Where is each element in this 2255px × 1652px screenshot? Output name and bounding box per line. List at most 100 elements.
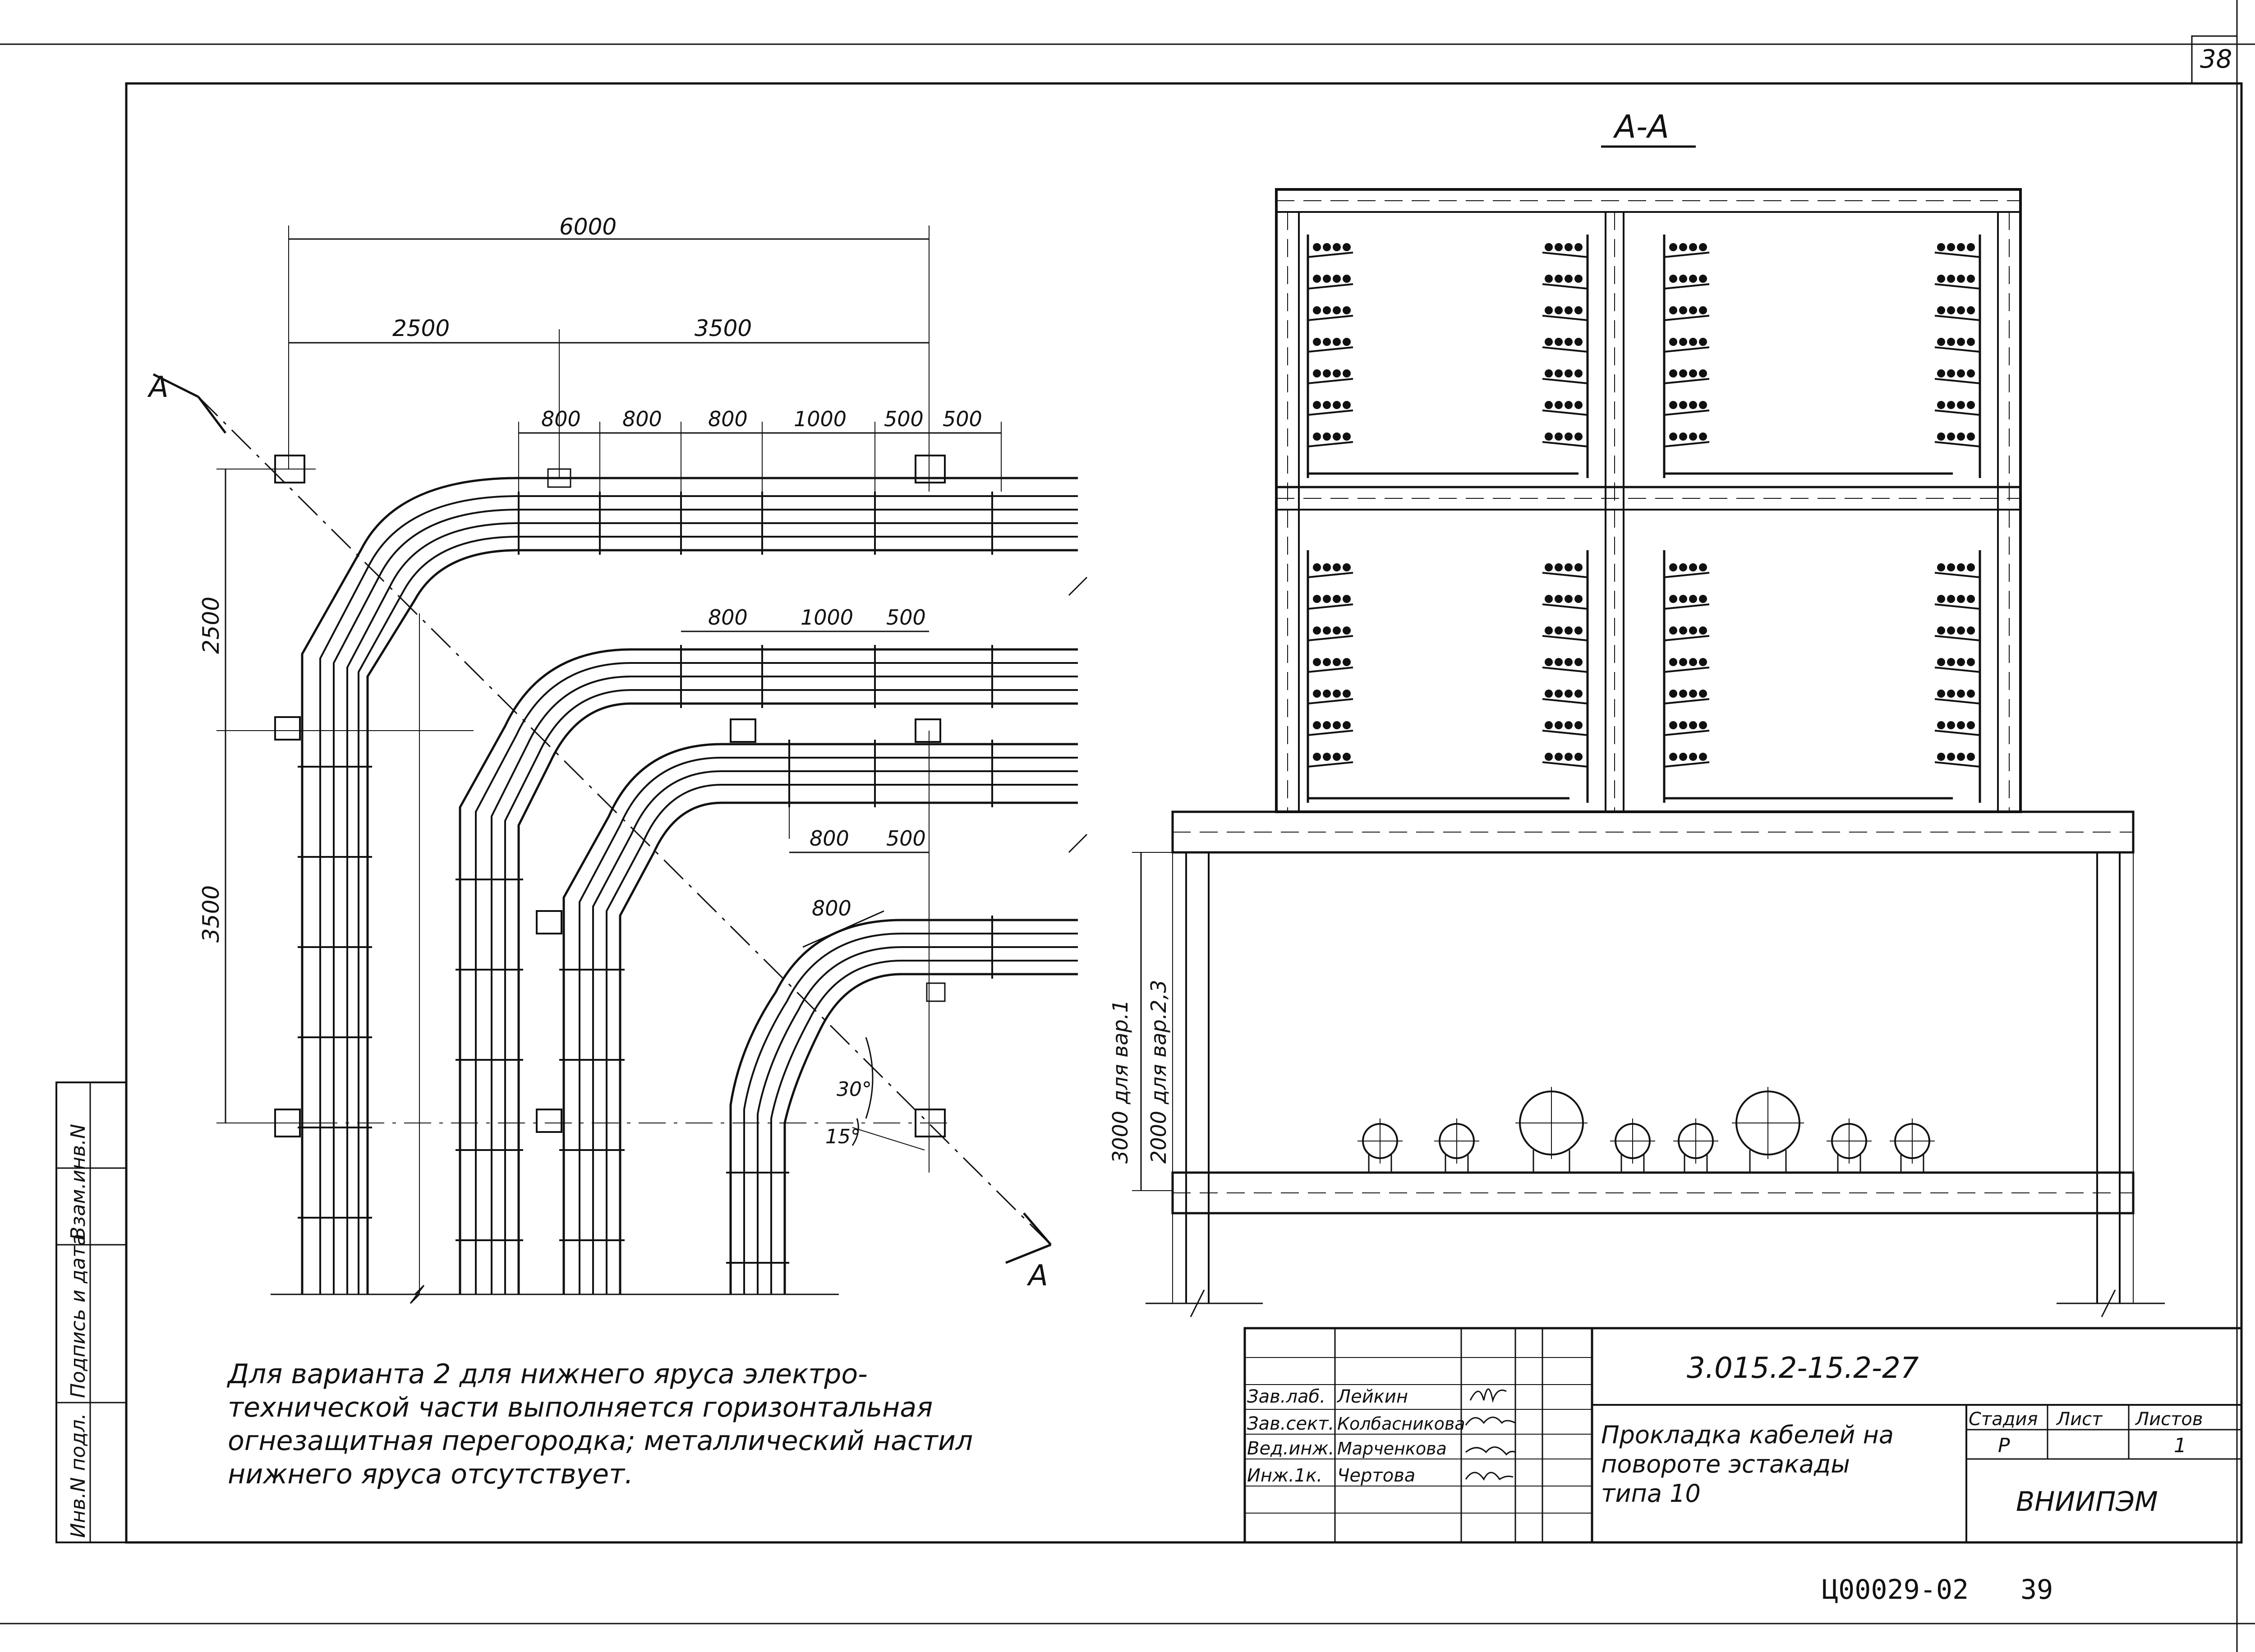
cable — [1333, 595, 1341, 603]
cable — [1574, 690, 1583, 698]
stage-header: Стадия — [1969, 1409, 2038, 1430]
cable — [1937, 690, 1945, 698]
dim-upper-2: 800 — [622, 407, 662, 431]
note-line-1: Для варианта 2 для нижнего яруса электро… — [228, 1358, 868, 1390]
cable — [1689, 306, 1697, 314]
cable — [1689, 243, 1697, 251]
dim-upper-3: 800 — [708, 407, 748, 431]
cable — [1343, 401, 1351, 409]
stamp-signature-date: Подпись и дата — [67, 1234, 90, 1398]
shelf-bracket — [1307, 283, 1353, 290]
shelf-bracket — [1542, 730, 1588, 736]
title-line-1: Прокладка кабелей на — [1601, 1421, 1894, 1449]
cable — [1555, 563, 1563, 571]
shelf-bracket — [1934, 603, 1980, 610]
shelf-bracket — [1664, 346, 1710, 353]
cable — [1555, 658, 1563, 666]
cable — [1947, 626, 1955, 635]
cable — [1689, 753, 1697, 761]
cable — [1343, 563, 1351, 571]
cable — [1333, 563, 1341, 571]
cable — [1669, 721, 1677, 729]
cable — [1679, 595, 1687, 603]
shelf-bracket — [1664, 730, 1710, 736]
shelf-bracket — [1542, 346, 1588, 353]
cable — [1957, 658, 1965, 666]
cable — [1565, 721, 1573, 729]
shelf-bracket — [1542, 635, 1588, 641]
cable — [1689, 563, 1697, 571]
cable — [1669, 306, 1677, 314]
cable — [1937, 369, 1945, 377]
cable — [1323, 721, 1331, 729]
cable — [1699, 626, 1707, 635]
cable — [1333, 721, 1341, 729]
sheet-header: Лист — [2056, 1409, 2103, 1430]
shelf-bracket — [1664, 441, 1710, 447]
shelf-bracket — [1934, 410, 1980, 416]
cable — [1947, 243, 1955, 251]
title-block — [1243, 1327, 2243, 1544]
cable — [1313, 243, 1321, 251]
shelf-bracket — [1934, 315, 1980, 321]
side-stamp: Инв.N подл. Подпись и дата Взам.инв.N — [55, 1081, 127, 1543]
cable — [1323, 563, 1331, 571]
cable — [1669, 753, 1677, 761]
cable — [1574, 401, 1583, 409]
shelf-bracket — [1934, 441, 1980, 447]
cable — [1313, 306, 1321, 314]
cable — [1313, 275, 1321, 283]
note-text: Для варианта 2 для нижнего яруса электро… — [228, 1357, 1121, 1491]
cable — [1679, 369, 1687, 377]
cable — [1313, 626, 1321, 635]
angle-15: 15° — [825, 1125, 861, 1148]
title-line-3: типа 10 — [1601, 1479, 1701, 1508]
note-line-2: технической части выполняется горизонтал… — [228, 1392, 933, 1423]
cable — [1333, 658, 1341, 666]
cable — [1699, 306, 1707, 314]
cable — [1689, 433, 1697, 441]
cable — [1333, 690, 1341, 698]
cable — [1555, 275, 1563, 283]
cable — [1689, 595, 1697, 603]
cable — [1957, 275, 1965, 283]
cable — [1967, 753, 1975, 761]
cable — [1699, 369, 1707, 377]
cable — [1545, 658, 1553, 666]
sig-role-3: Вед.инж. — [1247, 1438, 1334, 1459]
shelf-bracket — [1664, 698, 1710, 704]
sig-role-4: Инж.1к. — [1247, 1465, 1322, 1486]
cable — [1967, 275, 1975, 283]
dim-upper-5: 500 — [884, 407, 924, 431]
org-name: ВНИИПЭМ — [2016, 1486, 2158, 1518]
shelf-bracket — [1934, 252, 1980, 258]
sig-role-1: Зав.лаб. — [1247, 1386, 1325, 1407]
drawing-frame — [125, 82, 2243, 1544]
cable — [1565, 563, 1573, 571]
cable — [1565, 306, 1573, 314]
cable — [1545, 595, 1553, 603]
shelf-bracket — [1542, 252, 1588, 258]
cable — [1574, 275, 1583, 283]
cable — [1555, 753, 1563, 761]
cable — [1333, 243, 1341, 251]
sig-name-2: Колбасникова — [1337, 1414, 1465, 1434]
cable — [1957, 401, 1965, 409]
cable — [1679, 401, 1687, 409]
cable — [1669, 626, 1677, 635]
shelf-bracket — [1307, 441, 1353, 447]
cable — [1565, 401, 1573, 409]
cable-shelves — [1307, 243, 1980, 768]
cable — [1545, 338, 1553, 346]
sig-name-1: Лейкин — [1336, 1386, 1408, 1407]
shelf-bracket — [1664, 252, 1710, 258]
page-number: 38 — [2200, 45, 2232, 74]
shelf-bracket — [1664, 667, 1710, 673]
stage-value: Р — [1998, 1434, 2010, 1457]
cable — [1323, 595, 1331, 603]
shelf-bracket — [1307, 378, 1353, 384]
cable — [1323, 306, 1331, 314]
angle-30: 30° — [837, 1078, 872, 1101]
shelf-bracket — [1307, 315, 1353, 321]
cable — [1313, 433, 1321, 441]
